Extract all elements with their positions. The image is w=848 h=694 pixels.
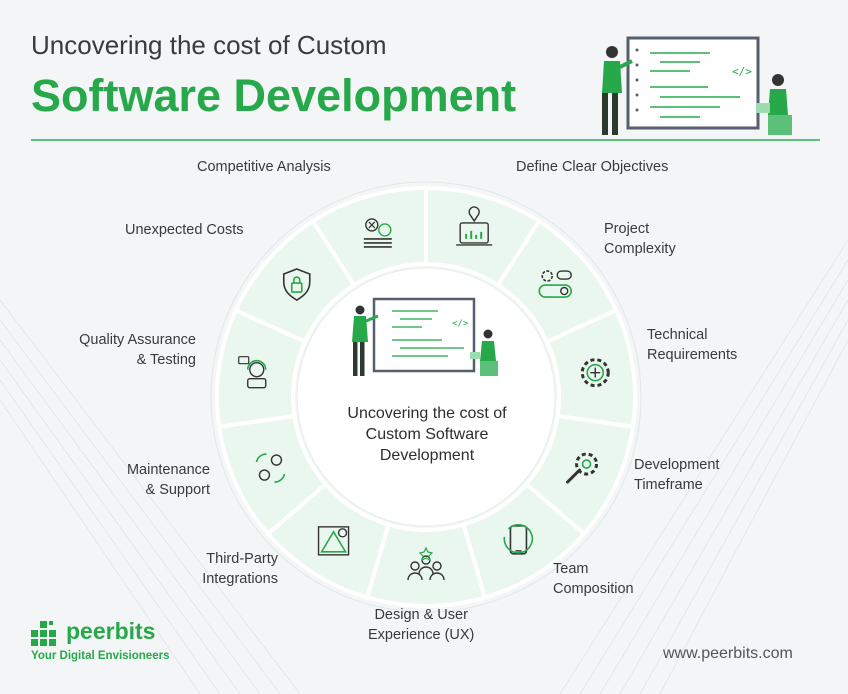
label-design-user-experience: Design & User Experience (UX) bbox=[368, 605, 474, 645]
label-maintenance-support: Maintenance & Support bbox=[127, 460, 210, 500]
wrench-gear-icon bbox=[566, 452, 599, 484]
peerbits-logo-icon bbox=[31, 621, 56, 646]
label-competitive-analysis: Competitive Analysis bbox=[197, 157, 331, 177]
brand-website: www.peerbits.com bbox=[663, 645, 793, 662]
phone-clock-icon bbox=[503, 524, 534, 555]
location-chart-icon bbox=[456, 206, 493, 246]
label-line: Experience (UX) bbox=[368, 627, 475, 643]
center-caption-line: Custom Software bbox=[365, 426, 489, 443]
header-illustration: </> bbox=[602, 36, 792, 135]
wheel-halo bbox=[210, 181, 642, 613]
gear-user-toggle-icon bbox=[538, 270, 573, 298]
center-caption-line: Development bbox=[379, 447, 475, 464]
shield-lock-icon bbox=[282, 268, 311, 301]
label-line: Integrations bbox=[202, 571, 278, 587]
brand-logo-text: peerbits bbox=[66, 618, 156, 644]
label-team-composition: Team Composition bbox=[553, 559, 634, 599]
team-icon bbox=[407, 546, 445, 581]
brand-tagline: Your Digital Envisioneers bbox=[31, 650, 170, 662]
label-line: Quality Assurance bbox=[79, 332, 196, 348]
label-line: Team bbox=[553, 561, 589, 577]
label-line: & Support bbox=[145, 482, 211, 498]
support-agent-icon bbox=[238, 356, 267, 389]
money-stack-icon bbox=[363, 218, 392, 248]
label-line: Technical bbox=[647, 327, 708, 343]
label-line: Define Clear Objectives bbox=[516, 159, 669, 175]
title-divider bbox=[31, 139, 820, 141]
label-line: Third-Party bbox=[206, 551, 278, 567]
label-line: Development bbox=[634, 457, 720, 473]
label-line: Unexpected Costs bbox=[125, 222, 244, 238]
label-line: Requirements bbox=[647, 347, 738, 363]
wheel-segment bbox=[310, 185, 428, 288]
user-sync-icon bbox=[255, 453, 286, 483]
label-line: & Testing bbox=[136, 352, 196, 368]
label-development-timeframe: Development Timeframe bbox=[634, 455, 719, 495]
label-line: Competitive Analysis bbox=[197, 159, 331, 175]
label-line: Composition bbox=[553, 581, 634, 597]
design-tools-icon bbox=[317, 526, 350, 556]
label-line: Maintenance bbox=[126, 462, 210, 478]
label-line: Design & User bbox=[374, 607, 468, 623]
label-unexpected-costs: Unexpected Costs bbox=[125, 220, 243, 240]
label-technical-requirements: Technical Requirements bbox=[647, 325, 737, 365]
svg-text:</>: </> bbox=[732, 65, 752, 78]
complex-gear-icon bbox=[580, 358, 610, 388]
svg-text:</>: </> bbox=[452, 319, 469, 329]
label-line: Project bbox=[604, 221, 650, 237]
center-caption: Uncovering the cost of Custom Software D… bbox=[316, 403, 538, 466]
title-line-1: Uncovering the cost of Custom bbox=[31, 30, 387, 60]
title-line-2: Software Development bbox=[31, 70, 517, 121]
label-project-complexity: Project Complexity bbox=[604, 219, 676, 259]
label-line: Timeframe bbox=[634, 477, 703, 493]
label-line: Complexity bbox=[604, 241, 676, 257]
label-third-party-integrations: Third-Party Integrations bbox=[202, 549, 278, 589]
center-caption-line: Uncovering the cost of bbox=[347, 405, 507, 422]
label-quality-assurance-testing: Quality Assurance & Testing bbox=[79, 330, 196, 370]
label-define-clear-objectives: Define Clear Objectives bbox=[516, 157, 668, 177]
center-illustration: </> bbox=[352, 297, 498, 376]
